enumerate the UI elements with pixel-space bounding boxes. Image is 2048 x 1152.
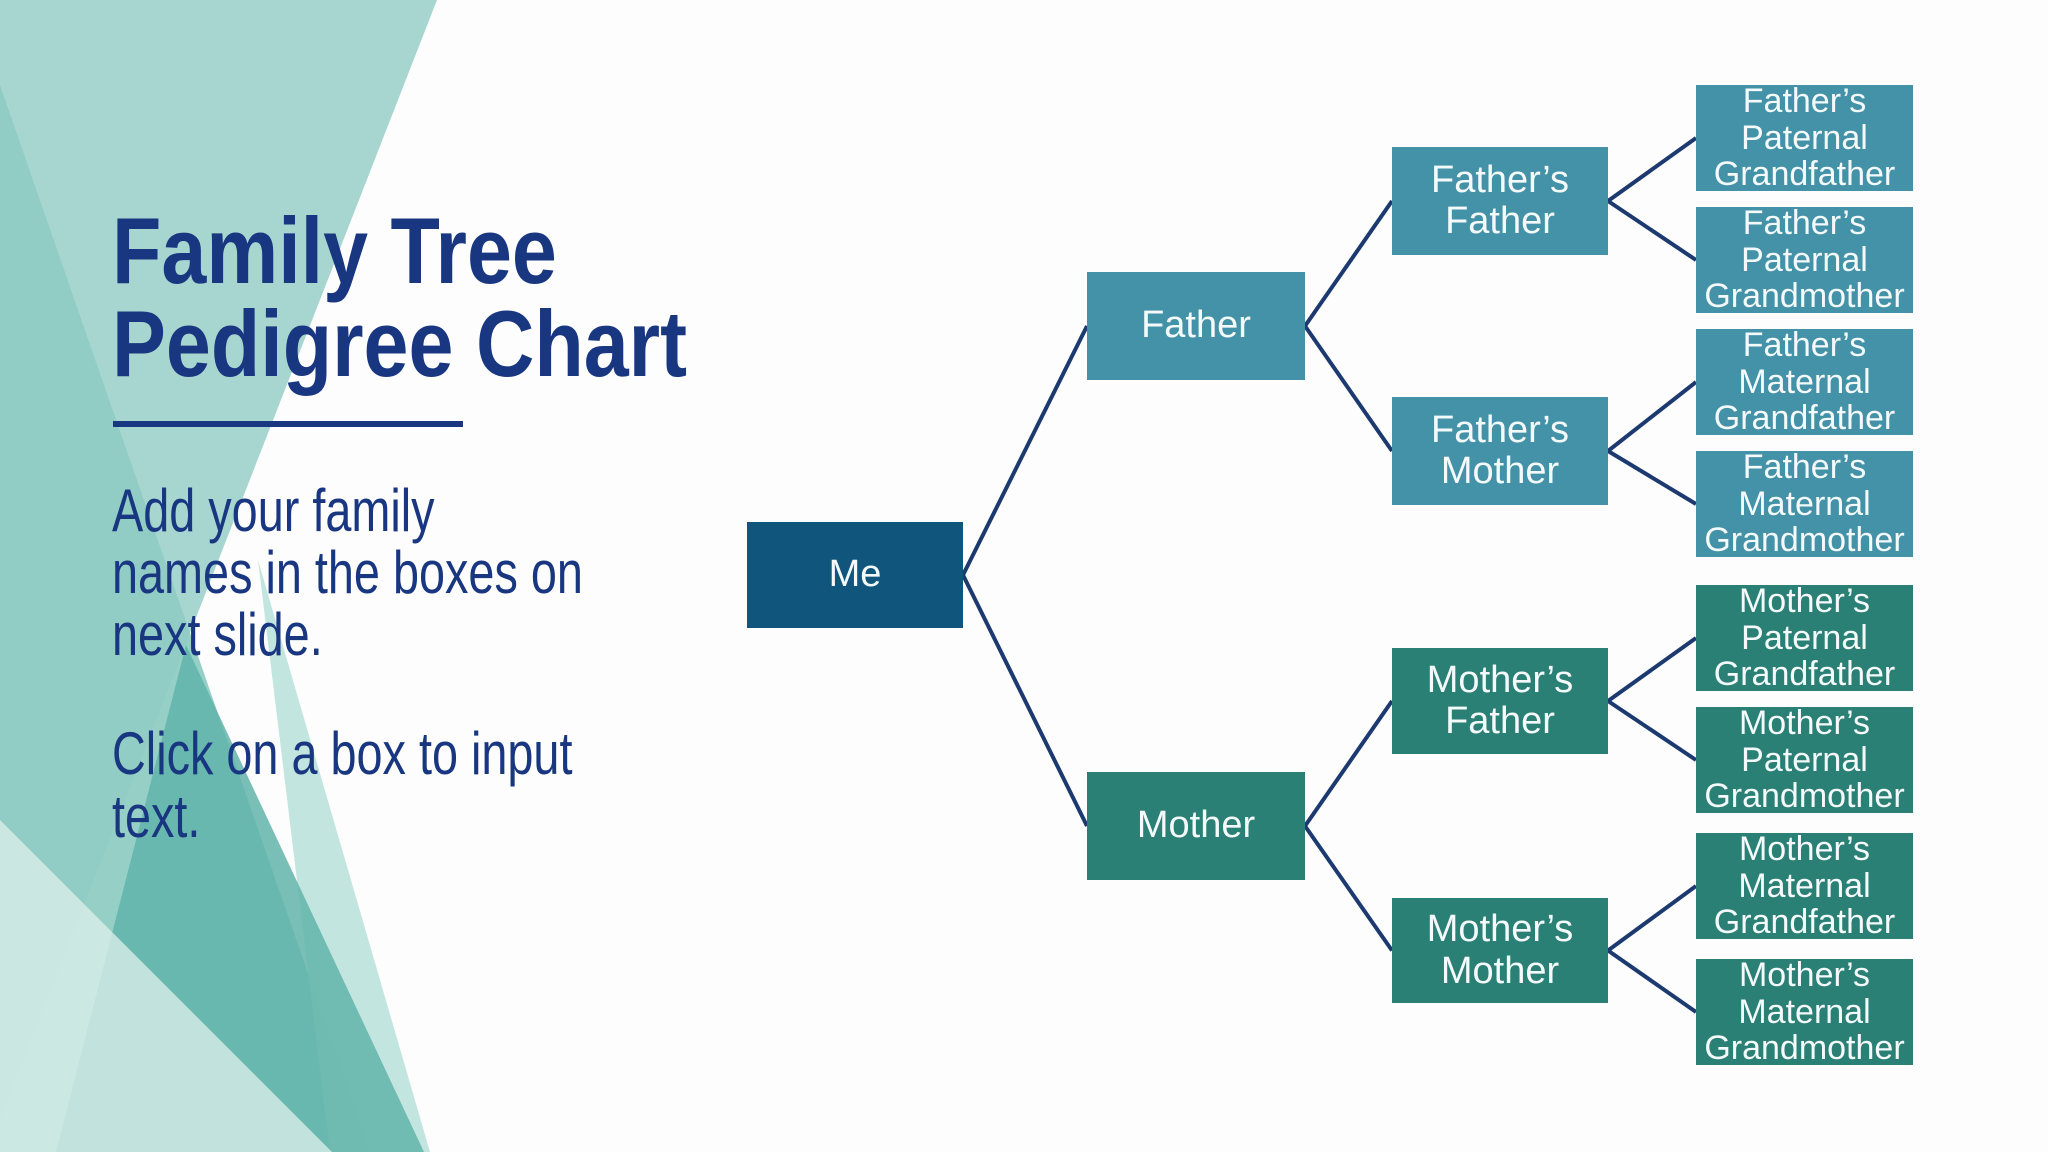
node-label: Mother’s Mother: [1426, 908, 1574, 992]
pedigree-node-mothers-maternal-grandfather[interactable]: Mother’s Maternal Grandfather: [1696, 829, 1913, 942]
connector-line: [1606, 380, 1698, 453]
pedigree-node-mothers-paternal-grandfather[interactable]: Mother’s Paternal Grandfather: [1696, 581, 1913, 694]
connector-line: [961, 574, 1089, 827]
node-label: Me: [828, 553, 882, 596]
connector-line: [1606, 636, 1698, 703]
node-label: Father’s Father: [1431, 158, 1569, 242]
node-label: Father’s Paternal Grandmother: [1704, 203, 1905, 316]
pedigree-node-mothers-maternal-grandmother[interactable]: Mother’s Maternal Grandmother: [1696, 955, 1913, 1068]
node-label: Father’s Maternal Grandmother: [1704, 447, 1905, 560]
node-label: Mother’s Paternal Grandmother: [1704, 703, 1905, 816]
connector-line: [1606, 948, 1698, 1014]
connector-line: [1303, 699, 1394, 828]
connector-line: [1606, 449, 1698, 506]
node-label: Mother’s Maternal Grandfather: [1713, 829, 1896, 942]
connector-line: [1606, 699, 1698, 762]
body-text-line: Add your family: [112, 477, 435, 544]
node-label: Father’s Mother: [1431, 408, 1569, 492]
node-label: Father’s Maternal Grandfather: [1713, 325, 1896, 438]
body-text-line: next slide.: [112, 601, 323, 668]
connector-line: [1303, 824, 1394, 952]
pedigree-node-mothers-father[interactable]: Mother’s Father: [1392, 648, 1608, 754]
connector-line: [1303, 199, 1394, 328]
node-label: Father’s Paternal Grandfather: [1713, 81, 1896, 194]
pedigree-node-me[interactable]: Me: [747, 522, 963, 628]
pedigree-node-mothers-mother[interactable]: Mother’s Mother: [1392, 898, 1608, 1003]
slide-title: Family Tree Pedigree Chart: [112, 198, 688, 396]
pedigree-node-fathers-paternal-grandfather[interactable]: Father’s Paternal Grandfather: [1696, 81, 1913, 194]
pedigree-node-father[interactable]: Father: [1087, 272, 1305, 380]
connector-line: [1303, 324, 1394, 453]
connector-line: [961, 325, 1089, 576]
pedigree-node-mothers-paternal-grandmother[interactable]: Mother’s Paternal Grandmother: [1696, 703, 1913, 816]
node-label: Mother’s Father: [1426, 658, 1574, 742]
pedigree-node-fathers-mother[interactable]: Father’s Mother: [1392, 397, 1608, 505]
title-underline-rule: [113, 421, 463, 427]
decor-triangle-band: [258, 560, 430, 1152]
node-label: Father: [1141, 304, 1251, 347]
node-label: Mother’s Maternal Grandmother: [1704, 955, 1905, 1068]
pedigree-node-fathers-father[interactable]: Father’s Father: [1392, 147, 1608, 255]
connector-line: [1606, 136, 1698, 203]
body-paragraph-2: Click on a box to input text.: [112, 722, 572, 848]
body-text-line: names in the boxes on: [112, 539, 583, 606]
body-text-line: text.: [112, 783, 201, 850]
body-paragraph-1: Add your family names in the boxes on ne…: [112, 480, 583, 666]
node-label: Mother’s Paternal Grandfather: [1713, 581, 1896, 694]
pedigree-node-fathers-maternal-grandmother[interactable]: Father’s Maternal Grandmother: [1696, 447, 1913, 560]
node-label: Mother: [1136, 804, 1256, 847]
pedigree-node-fathers-maternal-grandfather[interactable]: Father’s Maternal Grandfather: [1696, 325, 1913, 438]
decor-triangle-bottom-pale: [0, 820, 332, 1152]
pedigree-node-fathers-paternal-grandmother[interactable]: Father’s Paternal Grandmother: [1696, 203, 1913, 316]
connector-line: [1606, 199, 1698, 262]
pedigree-node-mother[interactable]: Mother: [1087, 772, 1305, 880]
body-text-line: Click on a box to input: [112, 720, 573, 787]
connector-line: [1606, 884, 1698, 953]
